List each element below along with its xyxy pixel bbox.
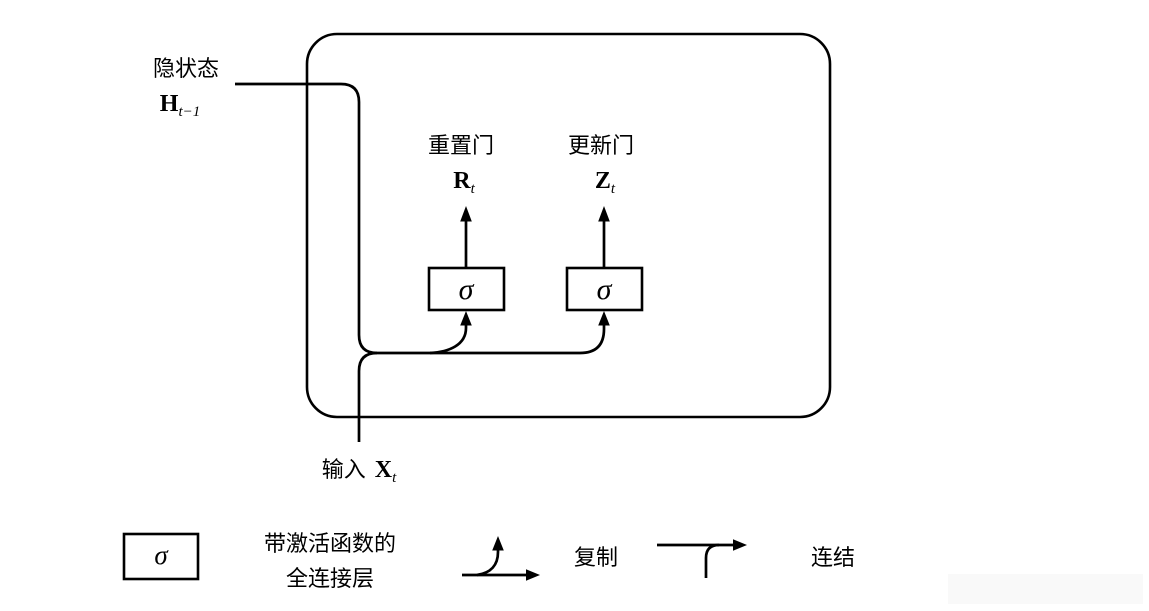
legend-copy-symbol-up-arrowhead [492, 536, 504, 551]
reset-sigma-symbol: σ [459, 273, 475, 306]
legend-fc-label-line2: 全连接层 [286, 566, 374, 591]
legend-fc-sigma-symbol: σ [154, 540, 169, 570]
update-gate-var: Zt [595, 168, 616, 197]
gru-cell-border [305, 32, 832, 419]
input-var-subscript: t [392, 470, 397, 486]
reset-gate-var-symbol: R [453, 168, 471, 194]
hidden-state-var-symbol: H [160, 91, 179, 117]
hidden-state-var-subscript: t−1 [178, 104, 200, 120]
update-gate-var-symbol: Z [595, 168, 611, 194]
copy-branch-line [429, 325, 468, 355]
input-label: 输入 Xt [322, 457, 397, 486]
legend-copy-label: 复制 [574, 545, 618, 570]
reset-gate-var: Rt [453, 168, 475, 197]
legend-concat-symbol-right-arrowhead [733, 539, 747, 551]
input-label-text: 输入 [322, 457, 366, 482]
legend-fc-label-line1: 带激活函数的 [264, 531, 396, 556]
arrowhead-into-reset-sigma [460, 311, 472, 326]
hidden-state-label: 隐状态 [153, 56, 219, 81]
legend-copy-symbol-right-arrowhead [526, 569, 540, 581]
update-sigma-symbol: σ [597, 273, 613, 306]
hidden-state-var: Ht−1 [160, 91, 200, 120]
faint-overlay-rect [948, 574, 1143, 604]
update-gate-var-subscript: t [611, 181, 616, 197]
update-gate-label: 更新门 [568, 133, 634, 158]
legend-fc-box [122, 532, 200, 581]
legend-copy-symbol-branch-line [476, 550, 500, 577]
reset-gate-var-subscript: t [471, 181, 476, 197]
legend-concat-symbol-join-line [704, 543, 720, 578]
input-var-symbol: X [375, 457, 393, 483]
legend-concat-label: 连结 [811, 545, 855, 570]
arrowhead-reset-output [460, 206, 472, 222]
reset-gate-label: 重置门 [428, 133, 494, 158]
arrowhead-into-update-sigma [598, 311, 610, 326]
hidden-state-line [235, 82, 606, 355]
input-line [357, 351, 378, 442]
arrowhead-update-output [598, 206, 610, 222]
